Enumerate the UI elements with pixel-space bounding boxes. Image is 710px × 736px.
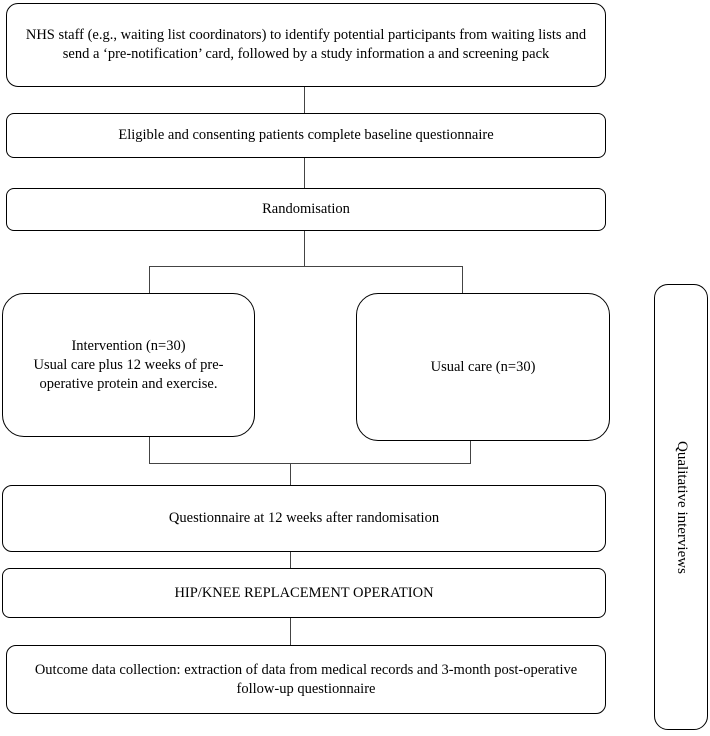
qualitative-interviews-text: Qualitative interviews	[673, 440, 690, 574]
connector-3-branch	[304, 231, 305, 267]
merge-right-rise	[470, 440, 471, 464]
usual-care-text: Usual care (n=30)	[430, 358, 536, 375]
intervention-box: Intervention (n=30) Usual care plus 12 w…	[2, 293, 255, 437]
usual-care-box: Usual care (n=30)	[356, 293, 610, 441]
branch-split-line	[149, 266, 463, 267]
intervention-text: Intervention (n=30) Usual care plus 12 w…	[33, 337, 224, 392]
connector-2-3	[304, 158, 305, 188]
twelve-week-questionnaire-box: Questionnaire at 12 weeks after randomis…	[2, 485, 606, 552]
connector-4-5	[290, 551, 291, 569]
merge-left-rise	[149, 436, 150, 464]
randomisation-box: Randomisation	[6, 188, 606, 231]
randomisation-text: Randomisation	[262, 201, 350, 217]
operation-box: HIP/KNEE REPLACEMENT OPERATION	[2, 568, 606, 618]
branch-left-drop	[149, 266, 150, 294]
branch-right-drop	[462, 266, 463, 294]
identify-participants-box: NHS staff (e.g., waiting list coordinato…	[6, 3, 606, 87]
connector-1-2	[304, 86, 305, 114]
qualitative-interviews-box: Qualitative interviews	[654, 284, 708, 730]
connector-5-6	[290, 618, 291, 646]
baseline-questionnaire-text: Eligible and consenting patients complet…	[118, 127, 494, 143]
identify-participants-text: NHS staff (e.g., waiting list coordinato…	[25, 27, 587, 62]
baseline-questionnaire-box: Eligible and consenting patients complet…	[6, 113, 606, 158]
merge-line	[149, 463, 471, 464]
connector-merge-4	[290, 463, 291, 485]
operation-text: HIP/KNEE REPLACEMENT OPERATION	[174, 584, 434, 601]
outcome-data-text: Outcome data collection: extraction of d…	[34, 661, 578, 697]
outcome-data-box: Outcome data collection: extraction of d…	[6, 645, 606, 714]
twelve-week-questionnaire-text: Questionnaire at 12 weeks after randomis…	[168, 510, 440, 526]
